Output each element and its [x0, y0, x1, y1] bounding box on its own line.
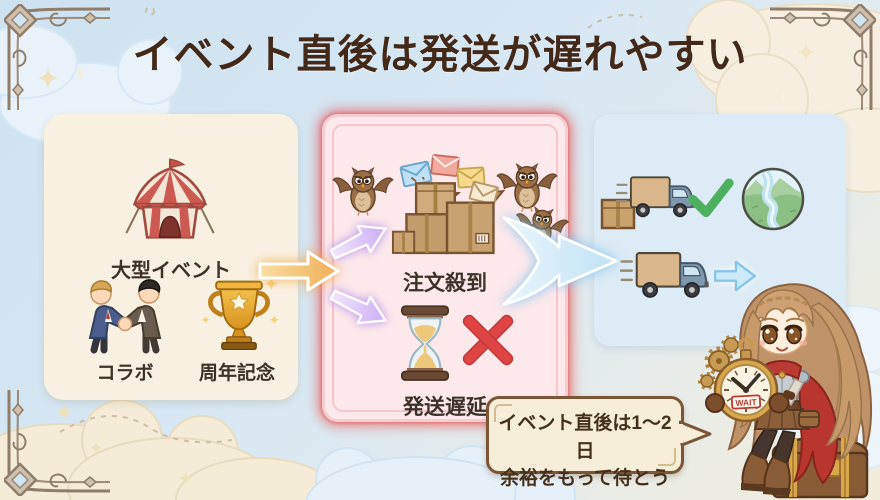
advice-line-1: イベント直後は1～2日	[498, 413, 672, 462]
branch-arrow-delay	[329, 289, 387, 325]
speech-bubble-tail	[679, 420, 712, 447]
corner-ornament-bottom-left	[4, 388, 112, 496]
cross-icon	[462, 314, 514, 366]
delivery-truck-icon	[616, 176, 697, 218]
handshake-icon	[88, 279, 162, 354]
owl-icon	[332, 167, 394, 217]
label-large-event: 大型イベント	[111, 260, 231, 282]
panel-congestion-peak: 注文殺到 発送遅延	[322, 114, 571, 422]
pocket-watch-icon: WAIT	[713, 337, 779, 423]
envelope-icon	[430, 154, 460, 177]
package-box-icon	[600, 198, 636, 230]
checkmark-icon	[688, 178, 734, 218]
advice-speech-bubble: イベント直後は1～2日 余裕をもって待とう	[486, 396, 684, 489]
merge-arrow-peak-to-normal	[502, 216, 618, 306]
order-boxes-icon	[391, 177, 506, 255]
page-title: イベント直後は発送が遅れやすい	[132, 33, 748, 77]
panel-event-period: 大型イベント コラボ	[44, 114, 298, 400]
watch-wait-label: WAIT	[735, 397, 758, 408]
envelope-icon	[399, 160, 433, 188]
flow-arrow-event-to-peak	[258, 250, 340, 292]
trophy-icon	[201, 276, 280, 351]
branch-arrow-orders	[329, 224, 387, 260]
panel-back-to-normal	[594, 114, 846, 346]
gear-icon	[698, 335, 741, 390]
adventurer-girl-character: WAIT	[698, 283, 873, 499]
hourglass-icon	[401, 305, 449, 381]
label-shipping-delay: 発送遅延	[403, 396, 487, 419]
label-anniversary: 周年記念	[198, 363, 275, 384]
label-order-rush: 注文殺到	[403, 272, 487, 295]
label-collab: コラボ	[96, 363, 154, 384]
globe-icon	[741, 167, 805, 231]
circus-tent-icon	[125, 158, 215, 239]
advice-line-2: 余裕をもって待とう	[499, 468, 671, 490]
continue-arrow	[713, 260, 757, 292]
